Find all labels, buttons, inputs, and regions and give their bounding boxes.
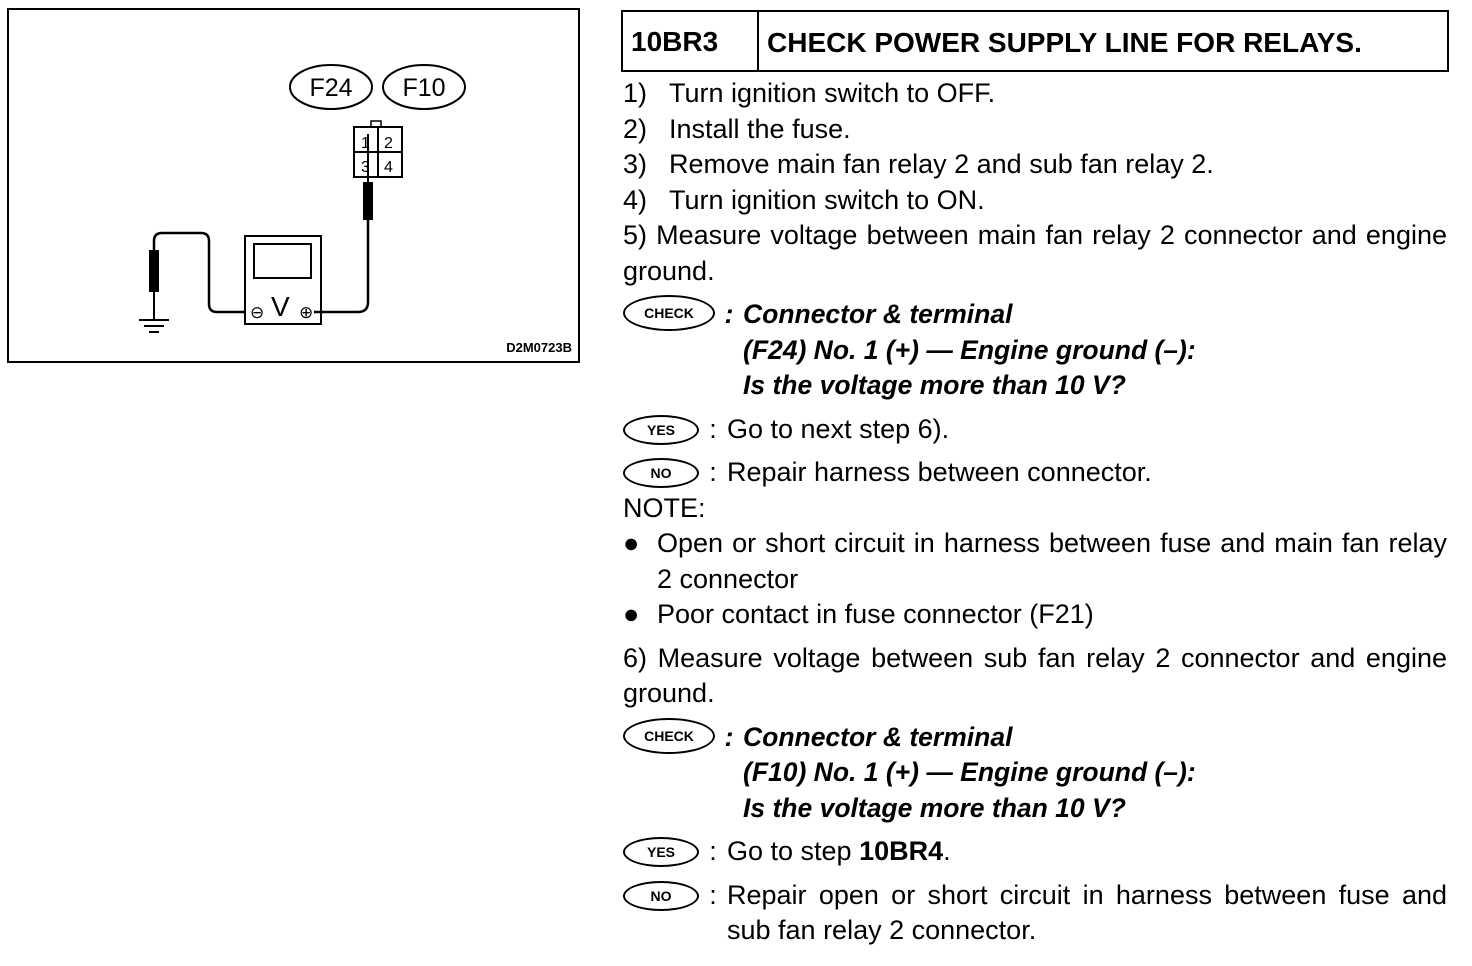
connector-label-f10: F10 (402, 74, 445, 102)
meter-v-symbol: V (271, 291, 290, 322)
yes-text: Go to next step 6). (727, 413, 950, 444)
diagram-figure: F24 F10 1 2 3 4 ⊖ V ⊕ (7, 8, 580, 363)
yes-colon: : (709, 836, 717, 866)
step-header: 10BR3 CHECK POWER SUPPLY LINE FOR RELAYS… (621, 10, 1449, 72)
svg-text:1: 1 (361, 135, 370, 152)
step-5-text: 5) Measure voltage between main fan rela… (623, 220, 1447, 286)
svg-text:2: 2 (384, 135, 393, 152)
connector-label-f24: F24 (309, 74, 352, 102)
step-title: CHECK POWER SUPPLY LINE FOR RELAYS. (767, 27, 1362, 58)
yes-block-1: YES : Go to next step 6). (623, 412, 1447, 448)
check-line-1: Connector & terminal (743, 721, 1013, 752)
step-item: 2) Install the fuse. (623, 112, 1447, 148)
check-badge: CHECK (623, 295, 715, 331)
step-text: Remove main fan relay 2 and sub fan rela… (669, 149, 1214, 179)
step-reference: 10BR4 (859, 836, 944, 866)
note-label: NOTE: (623, 492, 706, 523)
step-text: Turn ignition switch to ON. (669, 184, 985, 215)
no-block-1: NO : Repair harness between connector. (623, 455, 1447, 491)
positive-probe (314, 134, 373, 314)
no-badge: NO (623, 458, 699, 488)
check-colon: : (724, 721, 734, 752)
svg-text:3: 3 (361, 159, 370, 176)
yes-badge: YES (623, 414, 699, 445)
no-text: Repair harness between connector. (727, 457, 1152, 487)
negative-probe (149, 231, 245, 320)
step-id: 10BR3 (623, 12, 759, 70)
yes-badge: YES (623, 837, 699, 867)
check-text: Connector & terminal (F24) No. 1 (+) — E… (743, 297, 1196, 404)
procedure-content: 1) Turn ignition switch to OFF. 2) Insta… (623, 76, 1447, 949)
no-colon: : (709, 457, 717, 487)
check-badge: CHECK (623, 717, 715, 754)
yes-colon: : (709, 413, 717, 444)
check-text: Connector & terminal (F10) No. 1 (+) — E… (743, 720, 1196, 827)
no-block-2: NO : Repair open or short circuit in har… (623, 878, 1447, 949)
check-line-1: Connector & terminal (743, 299, 1013, 329)
meter-plus-symbol: ⊕ (299, 303, 313, 323)
bullet-icon: ● (623, 599, 640, 629)
check-line-2: (F24) No. 1 (+) — Engine ground (–): (743, 334, 1196, 365)
step-number: 3) (623, 149, 648, 179)
ground-icon (139, 319, 169, 333)
check-line-3: Is the voltage more than 10 V? (743, 370, 1126, 400)
bullet-icon: ● (623, 528, 640, 558)
step-text: Turn ignition switch to OFF. (669, 78, 996, 108)
step-item: 3) Remove main fan relay 2 and sub fan r… (623, 147, 1447, 183)
wiring-diagram: F24 F10 1 2 3 4 ⊖ V ⊕ (139, 64, 466, 333)
step-number: 2) (623, 113, 648, 144)
svg-text:4: 4 (384, 159, 393, 176)
note-item: ● Poor contact in fuse connector (F21) (623, 597, 1447, 633)
note-item: ● Open or short circuit in harness betwe… (623, 526, 1447, 597)
figure-code: D2M0723B (506, 340, 572, 355)
step-6-text: 6) Measure voltage between sub fan relay… (623, 642, 1447, 709)
check-block-2: CHECK : Connector & terminal (F10) No. 1… (623, 717, 1447, 827)
no-colon: : (709, 879, 717, 910)
step-item: 4) Turn ignition switch to ON. (623, 183, 1447, 219)
voltmeter: ⊖ V ⊕ (244, 235, 322, 325)
step-text: Install the fuse. (669, 113, 851, 144)
yes-block-2: YES : Go to step 10BR4. (623, 834, 1447, 870)
note-text: Poor contact in fuse connector (F21) (657, 599, 1094, 629)
no-text: Repair open or short circuit in harness … (727, 879, 1447, 946)
check-colon: : (724, 299, 734, 329)
connector-label-oval-f24 (289, 64, 373, 110)
yes-text: Go to step 10BR4. (727, 836, 951, 866)
step-item: 1) Turn ignition switch to OFF. (623, 76, 1447, 112)
step-number: 1) (623, 78, 648, 108)
check-line-2: (F10) No. 1 (+) — Engine ground (–): (743, 757, 1196, 787)
connector-label-oval-f10 (382, 64, 466, 110)
note-text: Open or short circuit in harness between… (657, 528, 1447, 594)
check-block-1: CHECK : Connector & terminal (F24) No. 1… (623, 295, 1447, 404)
meter-minus-symbol: ⊖ (250, 303, 264, 323)
relay-connector: 1 2 3 4 (353, 120, 403, 178)
check-line-3: Is the voltage more than 10 V? (743, 792, 1126, 823)
no-badge: NO (623, 880, 699, 911)
step-number: 4) (623, 184, 648, 215)
